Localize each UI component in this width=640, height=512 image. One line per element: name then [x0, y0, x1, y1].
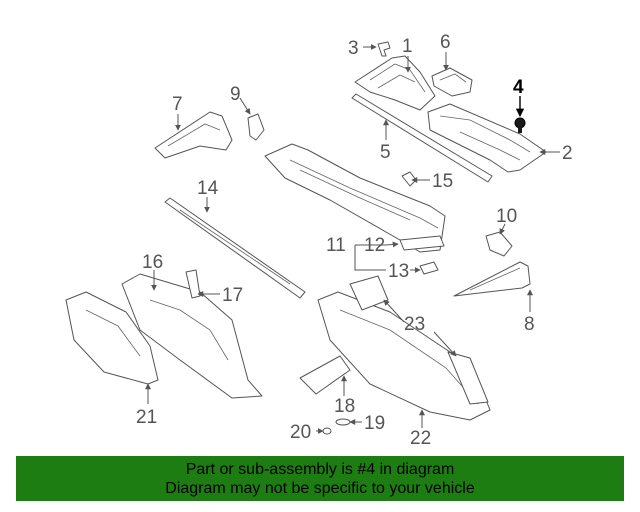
part-7-side-panel [154, 111, 233, 159]
callout-11: 11 [326, 235, 346, 256]
banner-line-2: Diagram may not be specific to your vehi… [165, 480, 475, 497]
callout-18: 18 [334, 396, 355, 417]
callout-22: 22 [410, 428, 431, 449]
callout-1: 1 [402, 36, 413, 57]
part-2-cowl-grille [427, 103, 547, 173]
part-14-brace [164, 197, 306, 299]
part-8-brace [453, 261, 531, 297]
callout-15: 15 [432, 171, 453, 192]
callout-6: 6 [440, 32, 451, 53]
callout-19: 19 [364, 413, 385, 434]
part-4-fastener [514, 117, 526, 133]
info-banner: Part or sub-assembly is #4 in diagram Di… [16, 456, 624, 501]
callout-14: 14 [197, 178, 219, 199]
callout-13: 13 [388, 261, 409, 282]
callout-17: 17 [222, 285, 243, 306]
callout-16: 16 [142, 252, 163, 273]
callout-3: 3 [348, 38, 359, 59]
callout-12: 12 [364, 235, 385, 256]
callout-23: 23 [404, 314, 425, 335]
part-19-grommet [335, 418, 351, 426]
callout-20: 20 [290, 422, 311, 443]
parts-diagram: 1 2 3 4 5 6 7 8 9 10 11 12 13 14 15 16 1… [65, 32, 573, 449]
part-22-dash-panel [299, 275, 491, 421]
part-11-cowl-assembly [264, 143, 446, 253]
part-9-bracket [247, 113, 265, 141]
part-20-plug [322, 427, 332, 435]
banner-line-1: Part or sub-assembly is #4 in diagram [185, 461, 455, 478]
part-21-silencer [65, 291, 159, 385]
leader-lines [145, 44, 560, 434]
part-3-clip [377, 41, 391, 57]
callout-5: 5 [380, 142, 391, 163]
callout-7: 7 [172, 94, 183, 115]
part-15-clip [401, 171, 417, 187]
part-10-bracket [485, 231, 513, 257]
callout-9: 9 [230, 84, 241, 105]
callout-2: 2 [562, 143, 573, 164]
part-1-cowl-panel [354, 55, 436, 111]
callout-8: 8 [524, 314, 535, 335]
part-6-bracket [431, 67, 473, 97]
part-5-weatherstrip [351, 93, 493, 183]
part-13-piece [419, 261, 439, 275]
callout-21: 21 [136, 407, 157, 428]
callout-4: 4 [513, 77, 524, 98]
callout-10: 10 [496, 206, 517, 227]
